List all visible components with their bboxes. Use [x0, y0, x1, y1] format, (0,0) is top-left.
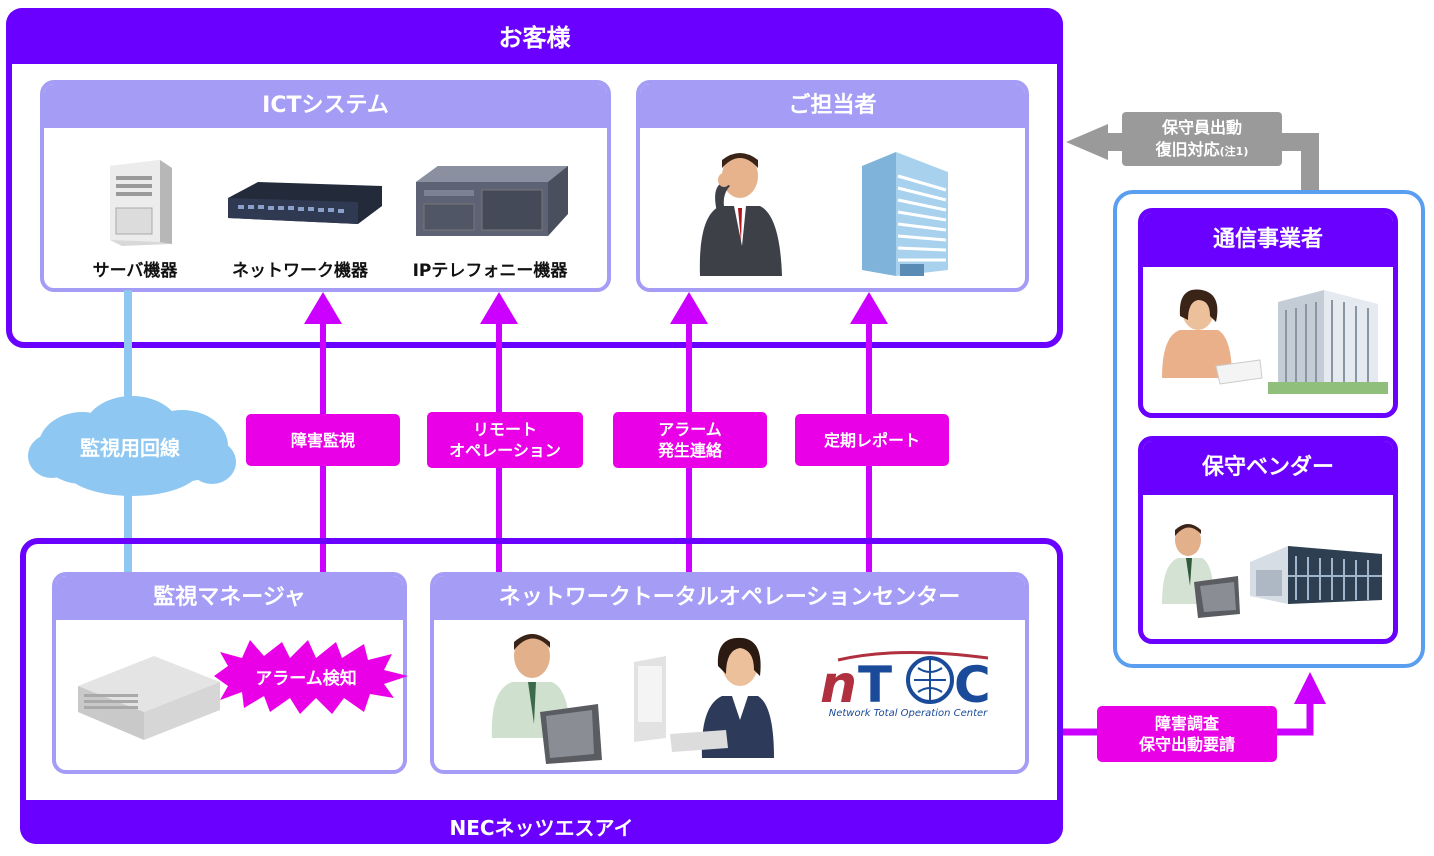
server-label: サーバ機器: [92, 261, 178, 281]
periodic-report-label: 定期レポート: [795, 414, 949, 466]
remote-operation-label: リモート オペレーション: [427, 412, 583, 468]
server-icon: [110, 160, 172, 246]
office-building-icon: [862, 152, 948, 276]
vendor-panel: 保守ベンダー: [1138, 436, 1398, 644]
periodic-report-text: 定期レポート: [823, 430, 920, 450]
dispatch-line2: 復旧対応(注1): [1122, 139, 1282, 163]
remote-operation-line2: オペレーション: [449, 441, 561, 460]
ict-system-title: ICTシステム: [44, 84, 607, 128]
svg-text:T: T: [858, 656, 892, 714]
alarm-detect-label: アラーム検知: [255, 669, 357, 689]
customer-title: お客様: [498, 24, 571, 52]
alarm-burst-icon: [214, 640, 408, 714]
remote-operation-line1: リモート: [472, 420, 537, 439]
customer-header: お客様: [6, 8, 1063, 64]
dispatch-line1: 保守員出動: [1161, 118, 1242, 137]
request-line1: 障害調査: [1154, 714, 1219, 733]
request-label: 障害調査 保守出動要請: [1097, 706, 1277, 762]
staff-title: ご担当者: [640, 84, 1025, 128]
svg-text:n: n: [820, 655, 857, 715]
alarm-notice-line1: アラーム: [658, 420, 722, 439]
alarm-notice-line2: 発生連絡: [657, 441, 722, 460]
request-line2: 保守出動要請: [1138, 735, 1235, 754]
vendor-building-icon: [1250, 546, 1382, 604]
nec-footer-title: NECネッツエスアイ: [449, 816, 634, 840]
dispatch-label: 保守員出動 復旧対応(注1): [1122, 112, 1282, 166]
alarm-notice-label: アラーム 発生連絡: [613, 412, 767, 468]
network-switch-icon: [228, 182, 382, 224]
vendor-staff-icon: [1162, 524, 1240, 618]
ntoc-logo-caption: Network Total Operation Center: [828, 708, 988, 719]
carrier-staff-icon: [1162, 289, 1263, 385]
ip-telephony-label: IPテレフォニー機器: [412, 261, 568, 281]
nec-footer: NECネッツエスアイ: [20, 800, 1063, 844]
svg-text:C: C: [954, 656, 991, 714]
carrier-title: 通信事業者: [1143, 213, 1393, 267]
operator-man-icon: [491, 634, 602, 764]
ntoc-logo-icon: n T C: [820, 650, 991, 715]
monitor-appliance-icon: [78, 656, 220, 740]
monitor-line-label: 監視用回線: [80, 436, 180, 460]
vendor-title: 保守ベンダー: [1143, 441, 1393, 495]
operator-woman-icon: [634, 637, 774, 758]
fault-monitor-label: 障害監視: [246, 414, 400, 466]
businessman-on-phone-icon: [699, 153, 782, 276]
fault-monitor-text: 障害監視: [290, 430, 355, 450]
external-frame: [1113, 190, 1425, 668]
monitor-manager-title: 監視マネージャ: [56, 576, 403, 620]
network-device-label: ネットワーク機器: [232, 261, 368, 281]
monitor-line-cloud-icon: [28, 396, 236, 496]
carrier-building-icon: [1268, 290, 1388, 394]
ip-telephony-icon: [416, 166, 568, 236]
dispatch-note: (注1): [1219, 145, 1249, 158]
ntoc-title: ネットワークトータルオペレーションセンター: [434, 576, 1025, 620]
dispatch-recovery: 復旧対応: [1155, 140, 1220, 159]
